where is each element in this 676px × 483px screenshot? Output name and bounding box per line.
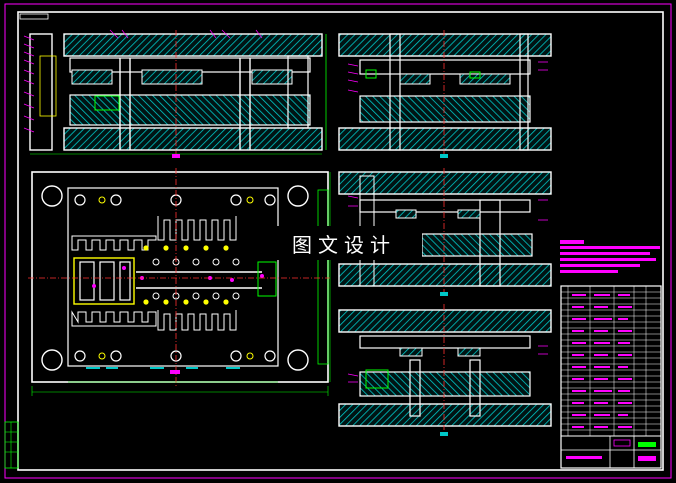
section-view-top-left (23, 29, 327, 158)
outer-border (4, 3, 672, 479)
section-view-top-right (338, 30, 552, 158)
technical-notes-block (560, 240, 660, 273)
left-margin-table (4, 421, 19, 469)
section-view-middle-right (338, 168, 552, 296)
watermark-label: 图文设计 (266, 226, 422, 260)
corner-tag (19, 13, 49, 20)
inner-frame (17, 11, 664, 471)
section-view-bottom-right (338, 304, 552, 436)
plan-view-main (28, 168, 331, 396)
title-block (560, 285, 662, 469)
